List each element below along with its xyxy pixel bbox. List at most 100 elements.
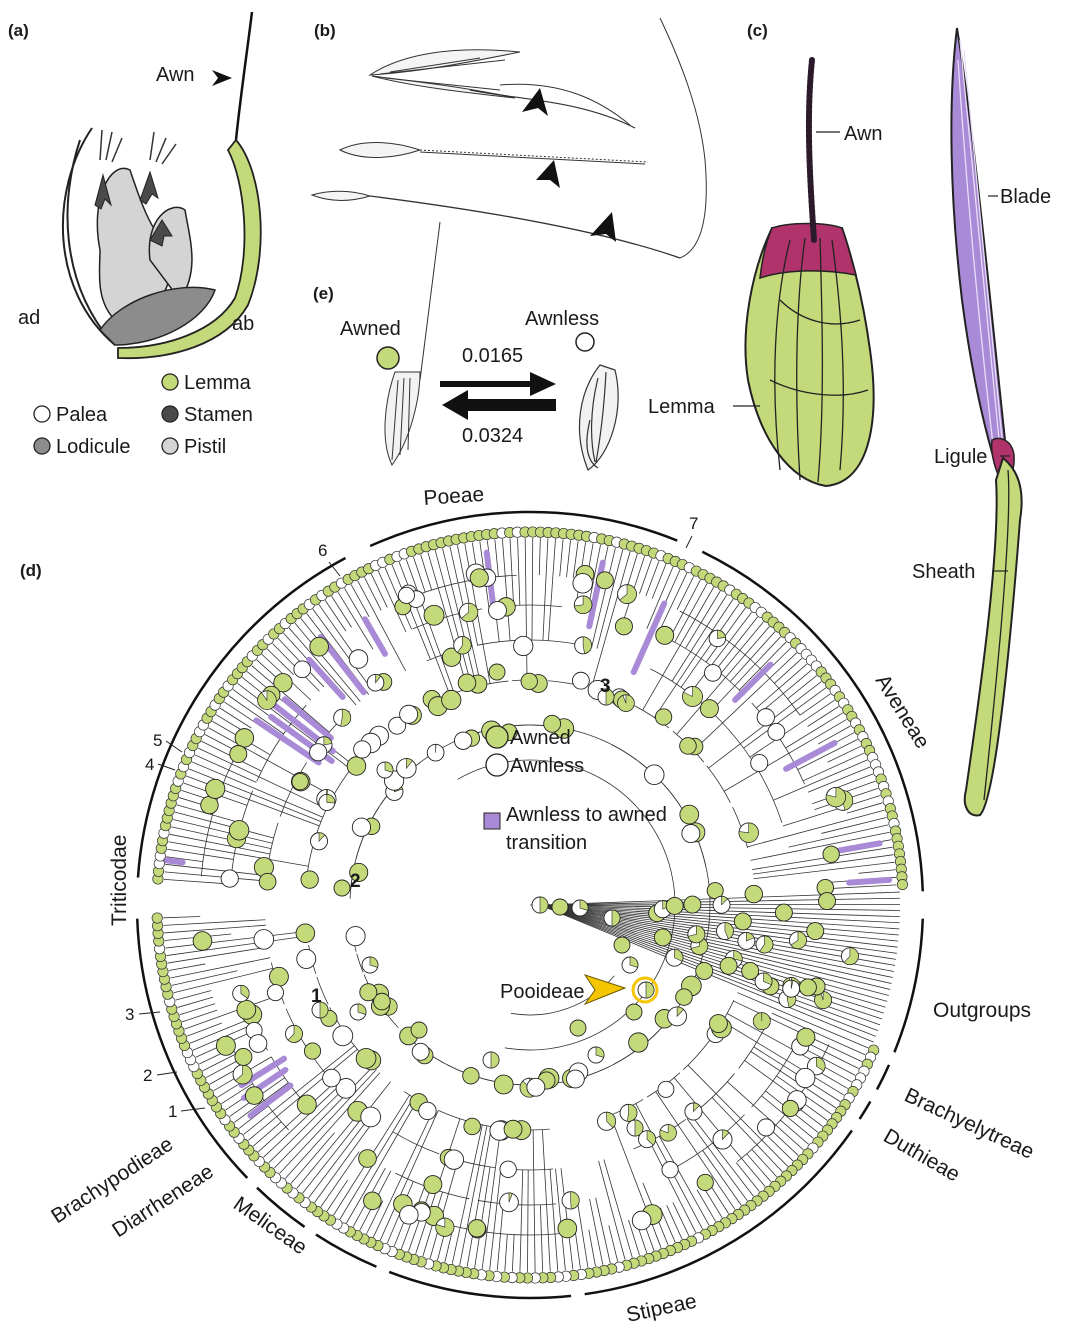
- node-pie: [463, 1068, 479, 1084]
- node-pie: [230, 745, 247, 762]
- tip-branch: [365, 577, 382, 610]
- tip-branch: [371, 574, 387, 607]
- outgroup-node-pie: [807, 923, 824, 940]
- outgroup-node-pie: [775, 904, 792, 921]
- node-pie: [352, 818, 370, 836]
- awn-arrowhead-b3: [590, 212, 616, 242]
- node-pie: [615, 618, 632, 635]
- legend-transition-2: transition: [506, 832, 587, 854]
- backbone-node-pie: [638, 982, 654, 998]
- pooideae-label: Pooideae: [500, 981, 585, 1003]
- tip-branch: [828, 746, 861, 762]
- node-pie: [574, 596, 592, 614]
- node-pie: [400, 1206, 419, 1225]
- tip-branch: [724, 719, 847, 791]
- tip-branch: [673, 1202, 689, 1235]
- node-pie: [285, 1025, 302, 1042]
- sheath-label: Sheath: [912, 561, 975, 583]
- node-pie: [221, 870, 238, 887]
- node-pie: [709, 630, 725, 646]
- node-pie: [304, 1043, 320, 1059]
- tip-branch: [176, 991, 212, 1001]
- tip-branch: [172, 971, 237, 986]
- outgroup-node-pie: [716, 923, 733, 940]
- node-pie: [424, 1176, 442, 1194]
- tip-branch: [774, 658, 801, 683]
- internal-branch: [666, 638, 744, 695]
- node-pie: [757, 709, 774, 726]
- node-pie: [558, 1219, 577, 1238]
- node-pie: [644, 765, 664, 785]
- spikelet-drawing-2: [340, 143, 648, 165]
- tip-branch: [599, 1161, 625, 1260]
- node-number-1: 1: [311, 986, 322, 1007]
- node-pie: [201, 796, 218, 813]
- node-pie: [745, 885, 763, 903]
- tip-number-1: 1: [168, 1102, 177, 1121]
- awn-arrowhead-b1: [522, 88, 548, 116]
- node-pie: [572, 672, 589, 689]
- outgroup-node-pie: [654, 929, 671, 946]
- clade-arc: [894, 919, 922, 1053]
- node-pie: [668, 1007, 687, 1026]
- node-pie: [444, 1150, 463, 1169]
- tip-number-2: 2: [143, 1066, 152, 1085]
- node-pie: [753, 1013, 770, 1030]
- tip-branch: [677, 576, 693, 609]
- tip-branch: [687, 1119, 747, 1201]
- node-pie: [333, 1026, 353, 1046]
- transition-branch: [165, 860, 183, 862]
- legend-stamen: Stamen: [184, 404, 253, 426]
- node-number-2: 2: [350, 871, 361, 892]
- node-pie: [296, 924, 315, 943]
- ab-label: ab: [232, 313, 254, 335]
- backbone-node-pie: [622, 957, 638, 973]
- node-pie: [562, 1192, 579, 1209]
- internal-branch: [530, 640, 578, 644]
- node-pie: [269, 967, 288, 986]
- node-pie: [796, 1068, 815, 1087]
- node-pie: [349, 650, 368, 669]
- tip-branch: [780, 1120, 808, 1144]
- awn-a: [236, 12, 252, 140]
- node-pie: [397, 759, 417, 779]
- node-pie: [398, 587, 414, 603]
- tip-branch: [164, 925, 266, 933]
- node-pie: [233, 1065, 252, 1084]
- tip-branch: [767, 1135, 794, 1161]
- tip-branch: [182, 1010, 217, 1022]
- tip-branch: [604, 1159, 632, 1257]
- tip-branch: [490, 1168, 501, 1269]
- tip-branch: [652, 564, 666, 598]
- legend-palea: Palea: [56, 404, 108, 426]
- node-pie: [297, 1095, 316, 1114]
- node-pie: [400, 705, 418, 723]
- awned-circle-e: [377, 347, 399, 369]
- tip-branch: [351, 585, 369, 617]
- awned-floret-drawing: [385, 222, 440, 465]
- tip-branch: [697, 1190, 716, 1222]
- tip-branch: [838, 774, 873, 787]
- transition-branch: [365, 619, 385, 654]
- awned-label-e: Awned: [340, 318, 401, 340]
- clade-triticodae: Triticodae: [108, 835, 131, 926]
- backbone-node-pie: [377, 762, 393, 778]
- outgroup-node-pie: [684, 896, 701, 913]
- node-pie: [521, 673, 537, 689]
- node-pie: [470, 569, 488, 587]
- ligule-label: Ligule: [934, 446, 987, 468]
- tip-branch: [510, 539, 514, 606]
- legend-transition-swatch: [484, 813, 500, 829]
- lemma-label-c: Lemma: [648, 396, 716, 418]
- awn-base-magenta: [760, 224, 856, 279]
- rate-forward: 0.0165: [462, 345, 523, 367]
- backbone-node-pie: [362, 957, 378, 973]
- backbone-node-pie: [532, 897, 548, 913]
- tip-branch: [752, 847, 892, 869]
- outgroup-node-pie: [738, 932, 755, 949]
- node-pie: [346, 927, 365, 946]
- palea-swatch: [34, 406, 50, 422]
- node-pie: [235, 729, 254, 748]
- tip-branch: [175, 812, 274, 838]
- tip-number-5: 5: [153, 731, 162, 750]
